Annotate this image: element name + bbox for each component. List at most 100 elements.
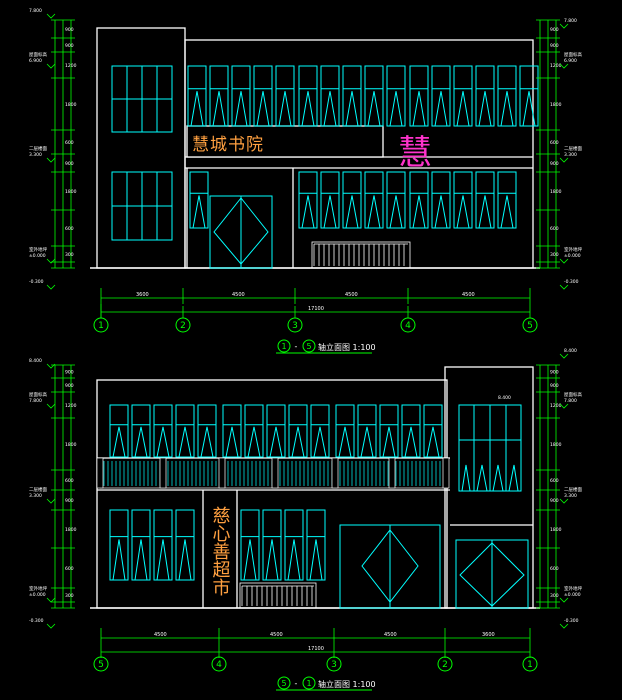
level-marker [559, 63, 569, 69]
bay-dim-top-2: 4500 [232, 292, 245, 298]
window-lower-top-8 [453, 171, 473, 229]
level-marker [559, 353, 569, 359]
bay-dim-bottom-2: 4500 [270, 632, 283, 638]
level-value: 8.400 [29, 358, 42, 364]
window-lower-top-5 [386, 171, 406, 229]
axis-markers-top: 1 2 3 4 5 [93, 317, 538, 333]
window-lower-top-9 [475, 171, 495, 229]
window-upper-bottom-7 [244, 404, 264, 458]
vertical-dim-label: 1200 [550, 403, 562, 409]
axis-markers-bottom: 5 4 3 2 1 [93, 656, 538, 672]
vertical-dim-label: 300 [65, 252, 74, 258]
window-upper-top-11 [409, 65, 429, 127]
railing-post [331, 457, 339, 489]
level-marker [46, 284, 56, 290]
window-upper-top-16 [519, 65, 539, 127]
level-note: 二层楼面 [29, 486, 47, 493]
axis-label-bottom-2: 4 [216, 660, 222, 670]
vertical-dim-label: 600 [65, 226, 74, 232]
level-value: ±0.000 [29, 592, 46, 598]
caption-bottom-dash: - [295, 679, 298, 688]
level-marker [559, 498, 569, 504]
window-upper-bottom-10 [310, 404, 330, 458]
level-note: 屋面标高 [29, 391, 47, 398]
level-note: 二层楼面 [564, 486, 582, 493]
level-marker [46, 498, 56, 504]
vertical-dim-label: 900 [550, 27, 559, 33]
window-upper-bottom-12 [357, 404, 377, 458]
level-marker [46, 258, 56, 264]
caption-bottom-axis-b: 1 [306, 679, 311, 688]
level-column-left-bottom: 9009001200180060090018006003008.4007.800… [29, 358, 77, 629]
window-upper-top-4 [253, 65, 273, 127]
elevation-1-5: 慧城书院 慧 3600 4500 4500 4500 17100 [29, 8, 582, 354]
canopy-level-label: 8.400 [498, 395, 511, 401]
lower-window-row-bottom [109, 509, 326, 581]
caption-bottom-axis-a: 5 [281, 679, 286, 688]
level-marker [46, 63, 56, 69]
vertical-dim-label: 900 [65, 498, 74, 504]
level-column-right-top: 9009001200180060090018006003007.8006.900… [536, 18, 582, 290]
axis-label-bottom-5: 1 [527, 660, 533, 670]
axis-label-top-4: 4 [405, 321, 411, 331]
vertical-dim-label: 900 [550, 43, 559, 49]
bay-dim-bottom-1: 4500 [154, 632, 167, 638]
window-upper-bottom-11 [335, 404, 355, 458]
vertical-dim-label: 1200 [65, 63, 77, 69]
window-upper-bottom-8 [266, 404, 286, 458]
level-value: -0.300 [564, 618, 579, 624]
level-column-right-bottom: 9009001200180060090018006003008.4007.800… [536, 348, 582, 629]
window-upper-top-15 [497, 65, 517, 127]
window-lower-bottom-7 [284, 509, 304, 581]
caption-bottom: 5 - 1 轴立面图 1:100 [276, 676, 376, 691]
level-marker [46, 13, 56, 19]
railing-post [159, 457, 167, 489]
level-marker [559, 403, 569, 409]
caption-top-text: 轴立面图 1:100 [318, 342, 376, 352]
bay-dim-bottom-3: 4500 [384, 632, 397, 638]
window-lower-top-2 [320, 171, 340, 229]
window-upper-bottom-1 [109, 404, 129, 458]
vertical-dim-label: 300 [550, 252, 559, 258]
vertical-dim-label: 900 [550, 383, 559, 389]
window-lower-top-3 [342, 171, 362, 229]
entrance-door-bottom [339, 524, 441, 609]
level-value: 8.400 [564, 348, 577, 354]
level-lines [536, 19, 560, 269]
vertical-dim-label: 1800 [550, 102, 562, 108]
logo-glyph-top: 慧 [398, 133, 432, 173]
entrance-steps-bottom [239, 582, 317, 609]
window-upper-bottom-6 [222, 404, 242, 458]
vertical-dim-label: 600 [550, 566, 559, 572]
level-value: 7.800 [564, 18, 577, 24]
window-upper-bottom-14 [401, 404, 421, 458]
window-upper-top-13 [453, 65, 473, 127]
level-value: -0.300 [564, 279, 579, 285]
window-upper-top-9 [364, 65, 384, 127]
window-upper-top-10 [386, 65, 406, 127]
level-value: 3.300 [564, 152, 577, 158]
vertical-dim-label: 1800 [550, 189, 562, 195]
level-value: -0.300 [29, 279, 44, 285]
level-marker [559, 157, 569, 163]
window-upper-top-1 [187, 65, 207, 127]
axis-label-top-3: 3 [292, 321, 298, 331]
bay-dim-bottom-4: 3600 [482, 632, 495, 638]
window-upper-top-6 [298, 65, 318, 127]
window-lower-top-6 [409, 171, 429, 229]
level-note: 屋面标高 [564, 391, 582, 398]
vertical-dim-label: 600 [65, 478, 74, 484]
window-lower-bottom-8 [306, 509, 326, 581]
level-marker [559, 623, 569, 629]
level-marker [559, 23, 569, 29]
level-value: 7.800 [29, 398, 42, 404]
caption-top-axis-b: 5 [306, 342, 311, 351]
window-upper-top-12 [431, 65, 451, 127]
